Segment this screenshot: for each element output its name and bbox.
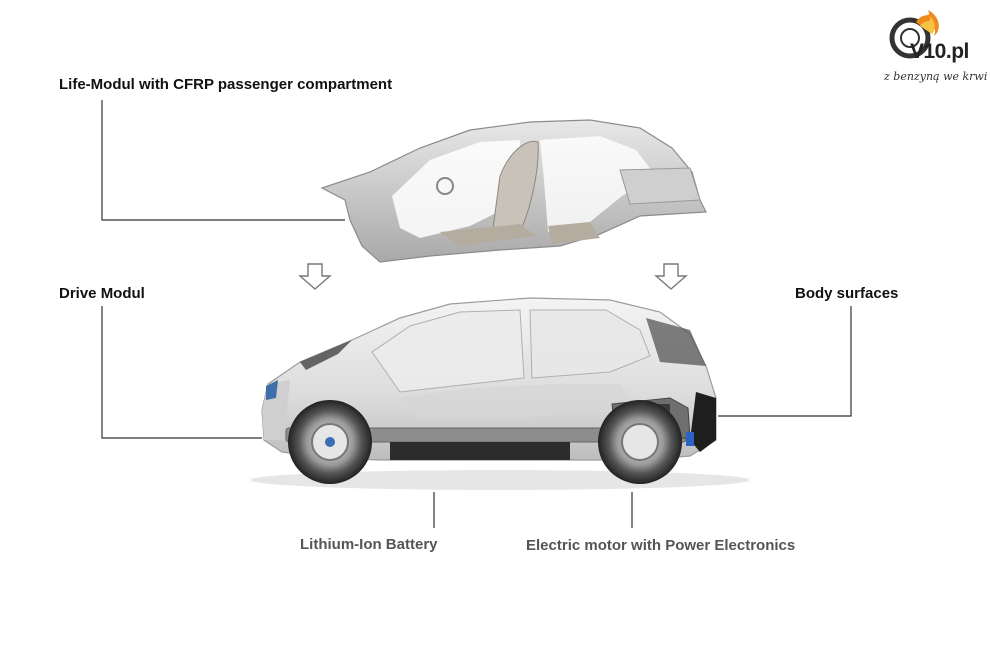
car-body <box>250 297 750 490</box>
logo-slogan: z benzyną we krwi <box>884 70 988 83</box>
leader-lines <box>101 100 852 528</box>
label-drive-modul: Drive Modul <box>59 285 145 302</box>
life-modul-leader <box>101 100 345 221</box>
down-arrow-left-icon <box>298 263 332 290</box>
label-life-modul: Life-Modul with CFRP passenger compartme… <box>59 76 393 93</box>
tire-flame-logo-icon <box>889 10 939 59</box>
logo <box>880 6 985 90</box>
label-battery: Lithium-Ion Battery <box>300 536 438 553</box>
label-motor: Electric motor with Power Electronics <box>526 537 796 554</box>
body-surfaces-leader <box>718 306 852 417</box>
down-arrow-right-icon <box>654 263 688 290</box>
life-modul-frame <box>320 119 707 263</box>
logo-brand: V10.pl <box>910 40 969 63</box>
label-body-surfaces: Body surfaces <box>795 285 899 302</box>
drive-modul-leader <box>101 306 262 439</box>
